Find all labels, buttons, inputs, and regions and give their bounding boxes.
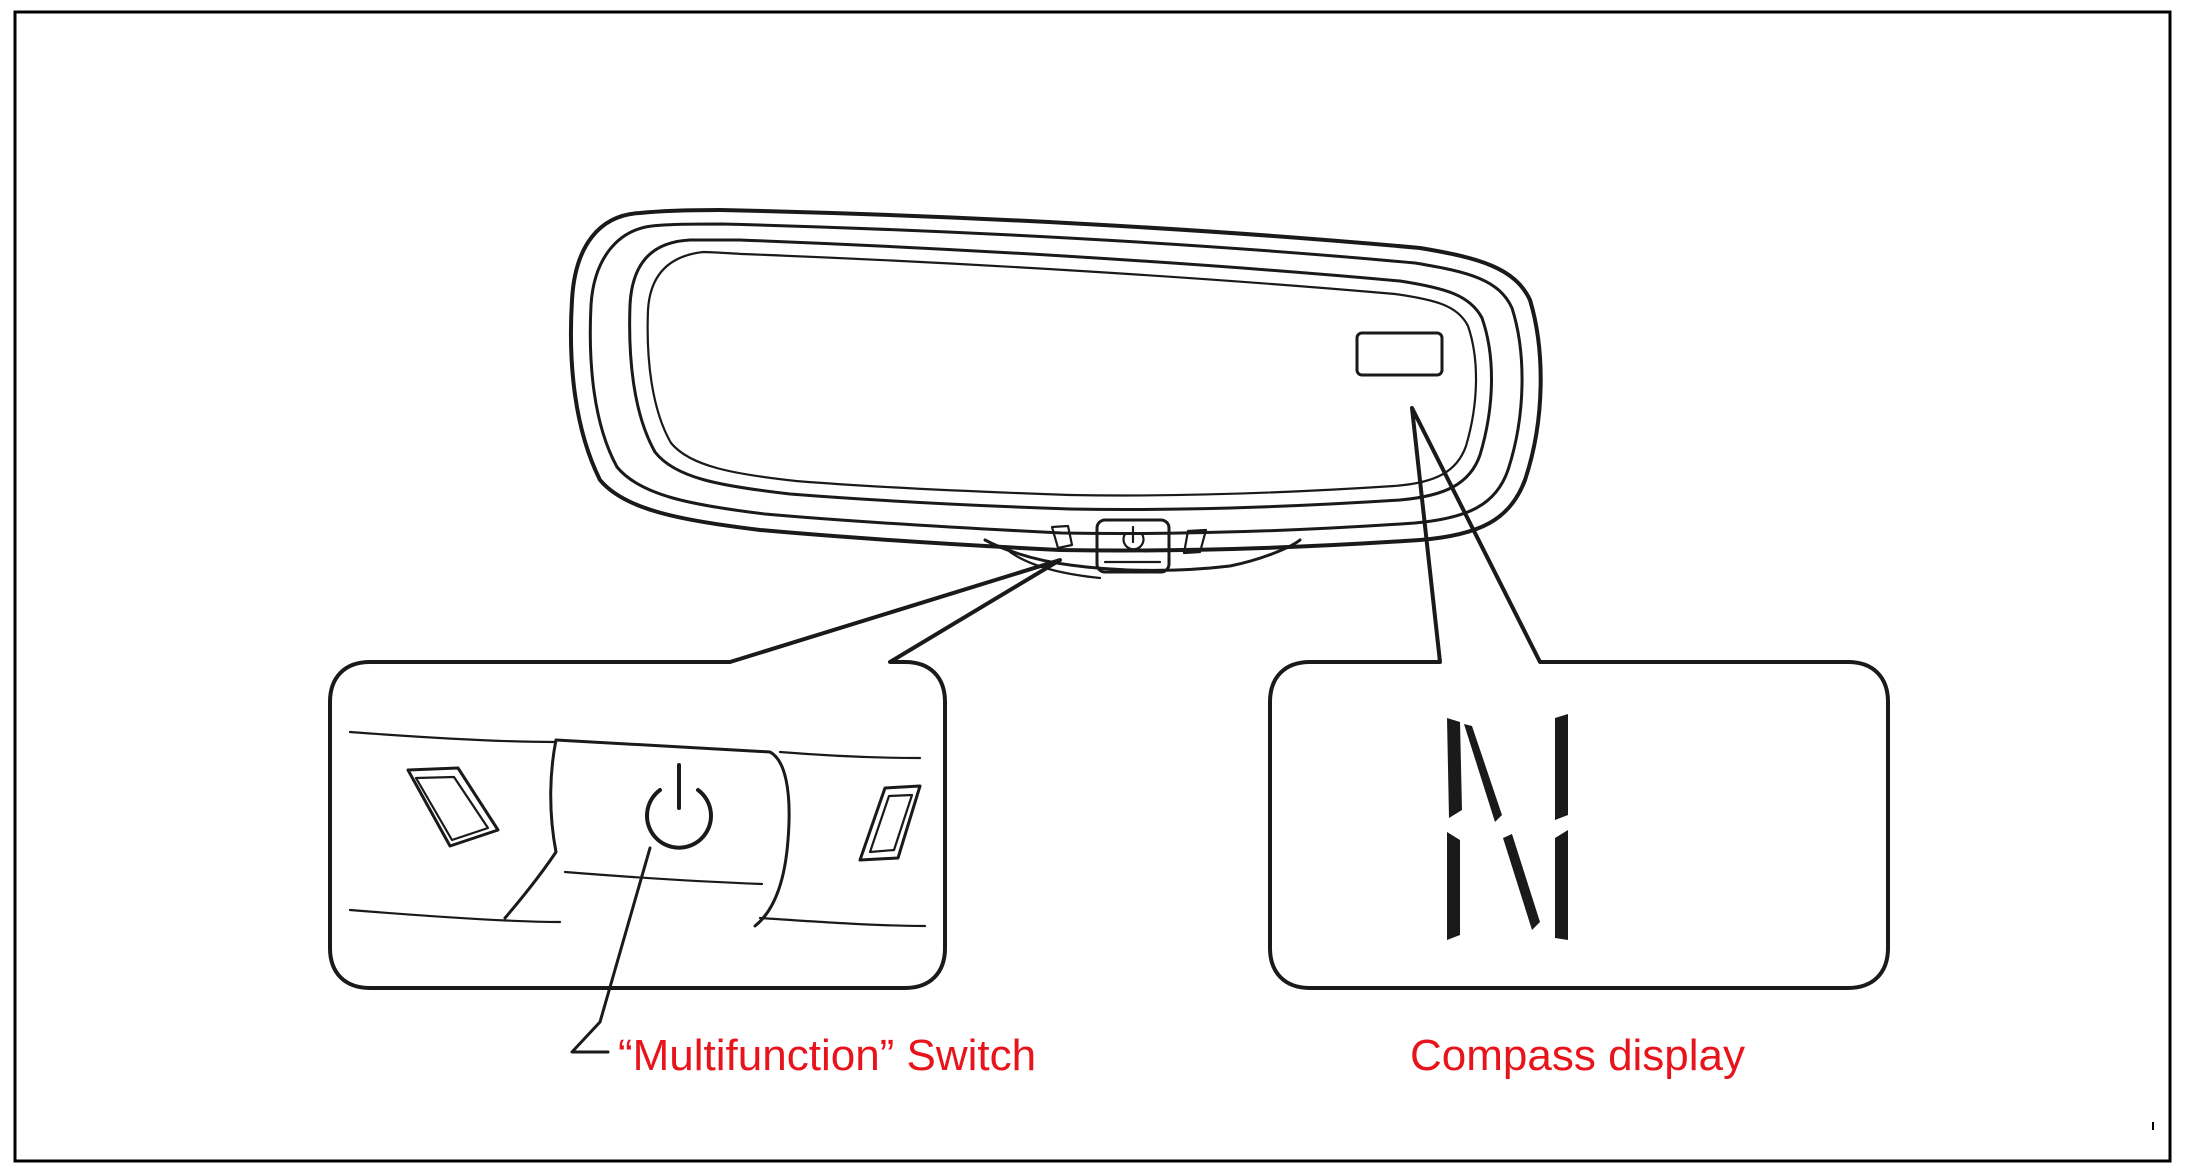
compass-callout-box (1268, 406, 1890, 990)
mirror-housing-outer (568, 208, 1543, 553)
switch-callout (328, 558, 1062, 1054)
mirror-glass (628, 238, 1493, 512)
figure-frame (13, 10, 2172, 1163)
mirror-glass-edge (646, 250, 1478, 497)
switch-leader-line (570, 846, 652, 1054)
mirror-housing-rim (588, 222, 1524, 536)
rearview-mirror (568, 208, 1543, 580)
compass-callout: N (1268, 406, 1890, 990)
switch-closeup (348, 730, 927, 928)
mirror-right-button[interactable] (1182, 528, 1208, 555)
mirror-power-icon (1122, 525, 1145, 551)
mirror-center-button[interactable] (1095, 518, 1171, 574)
switch-pod (983, 538, 1302, 572)
mirror-left-button[interactable] (1050, 524, 1074, 550)
compass-heading-glyph (1447, 714, 1568, 940)
power-icon (645, 763, 713, 850)
multifunction-switch-button[interactable] (503, 738, 791, 928)
left-side-button-icon[interactable] (406, 766, 500, 848)
compass-display-label: Compass display (1410, 1031, 1745, 1080)
compass-window (1355, 331, 1444, 377)
right-side-button-icon[interactable] (858, 784, 922, 862)
multifunction-switch-label: “Multifunction” Switch (618, 1031, 1036, 1080)
switch-callout-box (328, 558, 1062, 990)
